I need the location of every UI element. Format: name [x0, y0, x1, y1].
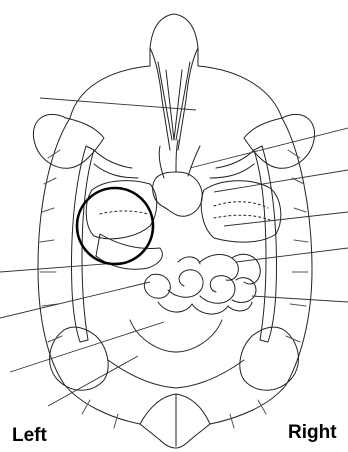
intestine-loops-lower [158, 302, 252, 314]
leader-line [40, 98, 196, 110]
intestine-coils [144, 254, 260, 303]
leader-line [252, 296, 348, 302]
leader-line [190, 128, 348, 168]
neck-structure [150, 48, 198, 150]
leader-line [236, 248, 348, 262]
right-side-band [254, 146, 276, 342]
right-front-flipper [244, 114, 315, 168]
heart [153, 172, 203, 216]
bladder [130, 320, 222, 352]
liver-right-lobe [201, 181, 281, 242]
left-front-flipper [33, 114, 104, 168]
plastron-ribs [40, 150, 308, 428]
leader-line [10, 322, 164, 372]
shell-outline [38, 14, 312, 448]
right-label: Right [288, 422, 337, 444]
dotted-region [100, 202, 270, 220]
leader-line [224, 212, 348, 226]
right-lung [210, 150, 254, 178]
left-label: Left [12, 425, 47, 447]
left-lung [94, 150, 138, 178]
leader-line [0, 282, 150, 318]
